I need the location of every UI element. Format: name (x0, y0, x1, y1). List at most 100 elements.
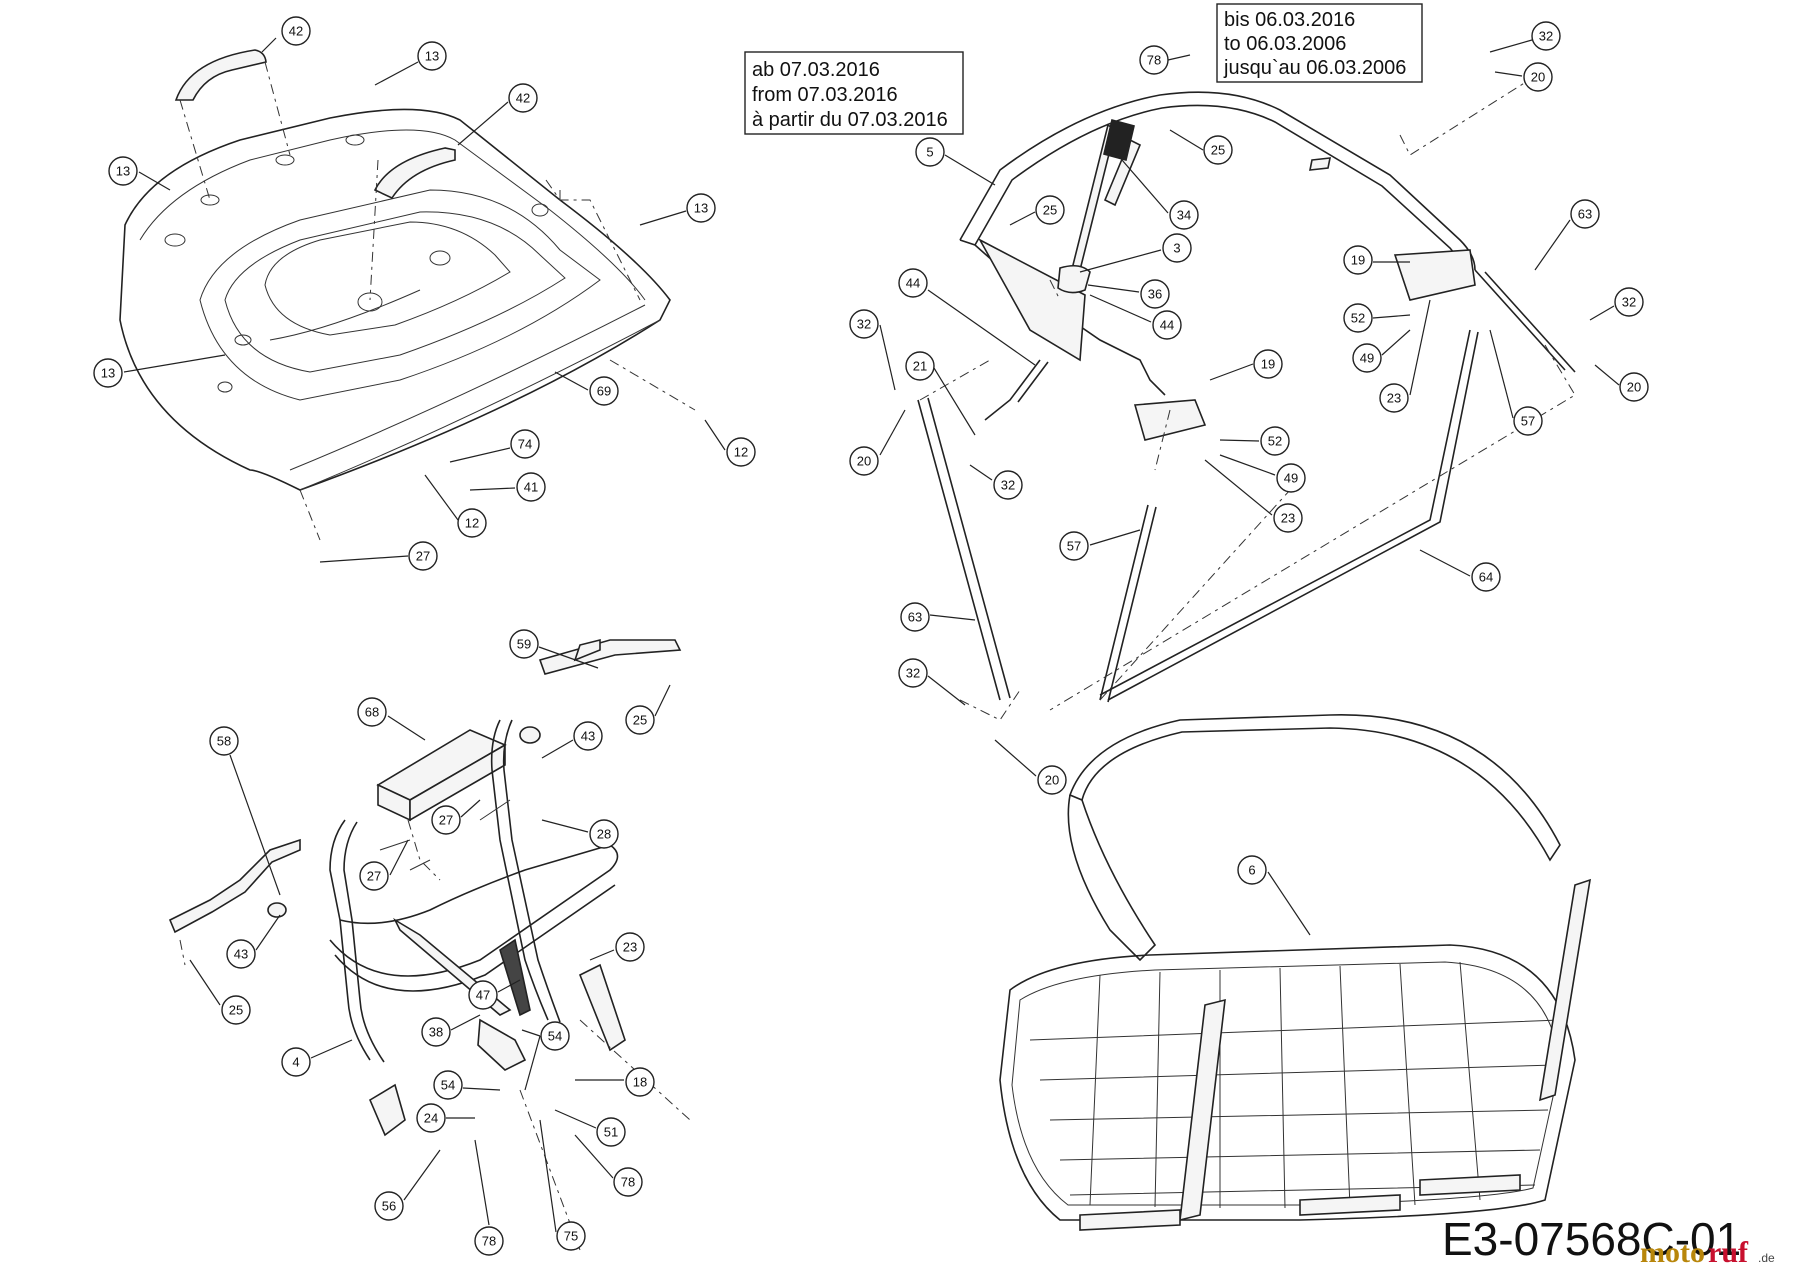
callout-bubble (849, 446, 879, 476)
leader-line (1494, 71, 1523, 77)
callout-c20c: 20 (849, 409, 906, 476)
callout-bubble (849, 309, 879, 339)
callout-bubble (1037, 765, 1067, 795)
callout-c32c: 32 (849, 309, 896, 391)
part-number-label: 78 (621, 1175, 635, 1190)
leader-line (541, 819, 589, 833)
callout-bubble (589, 819, 619, 849)
leader-line (524, 1035, 541, 1091)
callout-c23b: 23 (1204, 459, 1303, 533)
leader-line (1489, 39, 1533, 53)
callout-c18: 18 (575, 1067, 655, 1097)
callout-bubble (359, 861, 389, 891)
callout-c44a: 44 (1089, 294, 1182, 340)
callout-bubble (408, 541, 438, 571)
leader-line (424, 474, 459, 521)
note-from-line-2: from 07.03.2016 (752, 84, 898, 106)
leader-line (457, 101, 509, 146)
leader-line (879, 324, 896, 391)
part-number-label: 69 (597, 384, 611, 399)
part-number-label: 32 (1622, 295, 1636, 310)
part-number-label: 49 (1284, 471, 1298, 486)
callout-c68: 68 (357, 697, 426, 741)
part-number-label: 32 (1539, 29, 1553, 44)
part-number-label: 3 (1173, 241, 1180, 256)
part-number-label: 78 (1147, 53, 1161, 68)
leader-line (639, 210, 687, 226)
callout-c32a: 32 (1489, 21, 1561, 53)
leader-line (1589, 305, 1615, 321)
callout-c41: 41 (469, 472, 546, 502)
callout-c24: 24 (416, 1103, 475, 1133)
part-number-label: 42 (289, 24, 303, 39)
part-number-label: 52 (1268, 434, 1282, 449)
watermark-part-1: moto (1640, 1236, 1705, 1269)
callout-bubble (209, 726, 239, 756)
callout-bubble (726, 437, 756, 467)
callout-c25b: 25 (1009, 195, 1065, 226)
leader-line (1372, 314, 1411, 319)
callout-bubble (615, 932, 645, 962)
leader-line (944, 154, 996, 186)
callout-bubble (1352, 343, 1382, 373)
callout-bubble (281, 1047, 311, 1077)
leader-line (1409, 299, 1431, 396)
part-number-label: 75 (564, 1229, 578, 1244)
callout-bubble (556, 1221, 586, 1251)
leader-line (1079, 249, 1162, 273)
callout-bubble (1343, 303, 1373, 333)
part-number-label: 63 (908, 610, 922, 625)
leader-line (450, 1014, 481, 1031)
callout-c75: 75 (539, 1119, 586, 1251)
leader-line (462, 1087, 501, 1091)
part-number-label: 57 (1521, 414, 1535, 429)
callout-bubble (915, 137, 945, 167)
part-number-label: 34 (1177, 208, 1191, 223)
callout-c23a: 23 (1379, 299, 1431, 413)
leader-line (654, 684, 671, 717)
part-number-label: 20 (857, 454, 871, 469)
leader-line (574, 1134, 614, 1179)
note-until-line-2: to 06.03.2006 (1224, 33, 1346, 55)
leader-line (387, 715, 426, 741)
part-number-label: 52 (1351, 311, 1365, 326)
callout-bubble (416, 1103, 446, 1133)
part-number-label: 24 (424, 1111, 438, 1126)
callout-c12a: 12 (704, 419, 756, 467)
part-number-label: 54 (548, 1029, 562, 1044)
part-number-label: 12 (734, 445, 748, 460)
callout-c43a: 43 (541, 721, 603, 759)
leader-line (1121, 159, 1169, 214)
leader-line (310, 1039, 353, 1059)
part-number-label: 23 (1387, 391, 1401, 406)
callout-bubble (1273, 503, 1303, 533)
roll-bar-assembly (917, 69, 1576, 721)
leader-line (1167, 54, 1191, 61)
callout-c27a: 27 (319, 541, 438, 571)
leader-line (1089, 294, 1152, 323)
callout-c59: 59 (509, 629, 599, 669)
callout-c43b: 43 (226, 914, 281, 969)
leader-line (255, 914, 281, 951)
part-number-label: 32 (1001, 478, 1015, 493)
leader-line (879, 409, 906, 456)
callout-bubble (417, 41, 447, 71)
part-number-label: 20 (1627, 380, 1641, 395)
part-number-label: 58 (217, 734, 231, 749)
callout-c38: 38 (421, 1014, 481, 1047)
callout-c78b: 78 (574, 1134, 643, 1197)
callout-bubble (281, 16, 311, 46)
leader-line (261, 37, 277, 53)
callout-c74: 74 (449, 429, 540, 463)
seat-assembly (999, 714, 1592, 1231)
leader-line (374, 61, 419, 86)
leader-line (589, 949, 615, 961)
leader-line (554, 1109, 597, 1129)
leader-line (189, 959, 221, 1006)
part-number-label: 51 (604, 1125, 618, 1140)
callout-c27b: 27 (431, 799, 481, 835)
callout-c54a: 54 (521, 1021, 570, 1091)
leader-line (929, 614, 976, 621)
